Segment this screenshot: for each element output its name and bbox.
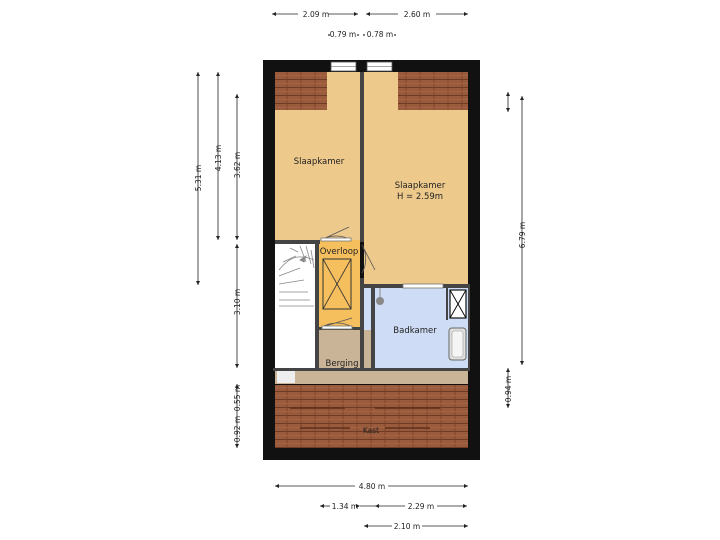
- dim-left-bottom-a: 0.92 m: [233, 416, 242, 442]
- roof-slope-left: [275, 72, 327, 110]
- dim-right: 6.79 m 0.94 m: [504, 92, 527, 408]
- dim-left-mid: 4.13 m: [214, 145, 223, 171]
- bathroom-fixtures: [376, 288, 467, 361]
- dim-bottom-right: 2.29 m: [408, 502, 434, 511]
- label-slaapkamer-left: Slaapkamer: [294, 157, 345, 167]
- label-overloop: Overloop: [320, 247, 359, 257]
- label-kast: Kast: [363, 426, 379, 435]
- dim-left: 5.31 m 4.13 m 3.62 m 3.10 m 0.92 m 0.55 …: [194, 72, 242, 448]
- roof-slope-bottom: [275, 385, 468, 448]
- top-windows: [330, 61, 393, 72]
- washing-spot: [277, 371, 295, 383]
- dim-bottom-small: 2.10 m: [394, 522, 420, 531]
- dim-right-main: 6.79 m: [518, 222, 527, 248]
- roof-hatch: [322, 258, 352, 310]
- label-badkamer: Badkamer: [393, 326, 437, 336]
- room-bottom-strip: [275, 370, 468, 384]
- roof-ridge-lines: [290, 407, 440, 429]
- dim-left-bottom-b: 0.55 m: [233, 385, 242, 411]
- dim-top-left: 2.09 m: [303, 10, 329, 19]
- stair-area: [275, 244, 315, 370]
- dim-top-right: 2.60 m: [404, 10, 430, 19]
- dim-left-inner: 3.62 m: [233, 152, 242, 178]
- dim-bottom: 4.80 m 1.34 m 2.29 m 2.10 m: [275, 482, 468, 531]
- staircase: [278, 245, 315, 307]
- doors: [320, 226, 444, 330]
- dim-bottom-left: 1.34 m: [332, 502, 358, 511]
- dim-top-window-2: 0.78 m: [367, 30, 393, 39]
- dim-top-window-1: 0.79 m: [330, 30, 356, 39]
- dim-top: 2.09 m 2.60 m 0.79 m 0.78 m: [272, 10, 468, 39]
- dim-right-bottom: 0.94 m: [504, 376, 513, 402]
- dim-left-lower: 3.10 m: [233, 289, 242, 315]
- label-slaapkamer-right: Slaapkamer: [395, 181, 446, 191]
- dim-bottom-total: 4.80 m: [359, 482, 385, 491]
- dim-left-outer: 5.31 m: [194, 165, 203, 191]
- label-slaapkamer-height: H = 2.59m: [397, 192, 443, 202]
- roof-slope-right: [398, 72, 468, 110]
- label-berging: Berging: [326, 359, 359, 369]
